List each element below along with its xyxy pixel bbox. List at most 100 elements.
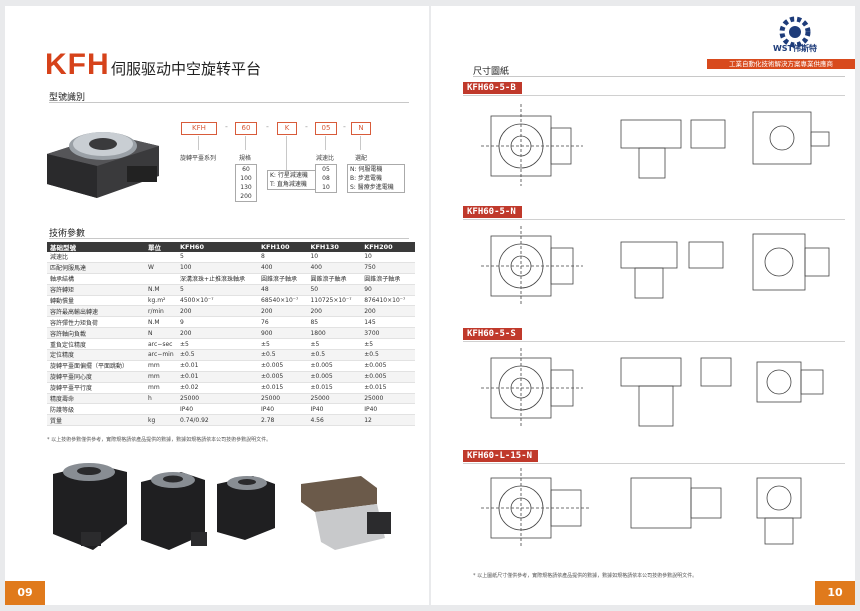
table-cell: 50 <box>307 284 362 296</box>
model-tag-4: KFH60-L-15-N <box>463 450 539 462</box>
code-motor: N <box>351 122 371 135</box>
page-number-right: 10 <box>815 581 855 605</box>
code-separator: - <box>225 122 228 131</box>
drawing-kfh60-5-b <box>481 104 830 186</box>
table-cell: 200 <box>177 305 259 318</box>
table-cell: 容許轉矩 <box>47 284 145 296</box>
leader-line <box>325 136 326 150</box>
model-tag-1: KFH60-5-B <box>463 82 522 94</box>
leader-line <box>360 136 361 150</box>
table-cell: 5 <box>177 284 259 296</box>
code-separator: - <box>266 122 269 131</box>
table-cell: 1800 <box>307 327 362 340</box>
table-cell: ±0.5 <box>361 349 415 361</box>
col-header: 單位 <box>145 242 177 252</box>
table-cell: ±0.005 <box>258 371 308 383</box>
table-cell: ±5 <box>177 338 259 351</box>
table-cell: 25000 <box>258 393 308 405</box>
code-ratio: 05 <box>315 122 337 135</box>
spec-note: * 以上技術參數僅供參考，實際規格請依產品提供的數據，數據如規格請依本公司技術參… <box>47 437 272 443</box>
model-tag-3: KFH60-5-S <box>463 328 522 340</box>
table-cell: 2.78 <box>258 414 308 427</box>
table-cell: IP40 <box>177 403 259 416</box>
table-cell: ±0.005 <box>307 360 362 372</box>
table-cell: 8 <box>258 252 308 263</box>
table-cell: 旋轉平臺同心度 <box>47 371 145 383</box>
table-cell: 容許軸向負載 <box>47 327 145 340</box>
table-cell: kg.m² <box>145 295 177 307</box>
table-cell: 876410×10⁻⁷ <box>361 295 415 307</box>
table-cell: ±0.005 <box>307 371 362 383</box>
motor-options: N: 伺服電機 B: 步進電機 S: 醫療步進電機 <box>347 164 405 193</box>
gear-logo-icon <box>779 16 811 48</box>
table-cell: 200 <box>258 305 308 318</box>
drawing-note: * 以上圖紙尺寸僅供參考，實際規格請依產品提供的數據，數據如規格請依本公司技術參… <box>473 573 698 579</box>
table-cell: ±0.015 <box>258 382 308 394</box>
label-series: 旋轉平臺系列 <box>179 155 216 162</box>
table-header-row: 基础型號 單位 KFH60 KFH100 KFH130 KFH200 <box>47 242 415 252</box>
table-cell: ±0.01 <box>177 360 259 372</box>
table-cell: 匹配伺服馬達 <box>47 262 145 274</box>
label-option: 選配 <box>354 155 367 162</box>
table-cell <box>145 273 177 285</box>
section-divider <box>49 238 409 239</box>
table-cell: IP40 <box>307 403 362 416</box>
drawing-kfh60-5-n <box>481 226 830 306</box>
table-cell: 100 <box>177 262 259 274</box>
section-divider <box>473 76 845 77</box>
code-separator: - <box>343 122 346 131</box>
table-cell: 深溝滾珠+止推滾珠軸承 <box>177 273 259 285</box>
table-cell: N <box>145 327 177 340</box>
table-cell: 25000 <box>361 393 415 405</box>
table-cell: ±0.005 <box>361 371 415 383</box>
table-cell: 0.74/0.92 <box>177 414 259 427</box>
table-cell: arc−min <box>145 349 177 361</box>
section-spec-heading: 技術參數 <box>49 229 86 239</box>
table-cell: h <box>145 393 177 405</box>
section-divider <box>49 102 409 103</box>
table-cell: 重負定位精度 <box>47 338 145 351</box>
label-size: 規格 <box>238 155 251 162</box>
table-cell: kg <box>145 414 177 427</box>
label-ratio: 減速比 <box>315 155 334 162</box>
table-cell: ±0.005 <box>258 360 308 372</box>
table-cell: 4.56 <box>307 414 362 427</box>
table-cell: 400 <box>307 262 362 274</box>
table-cell: 90 <box>361 284 415 296</box>
table-cell: ±0.02 <box>177 382 259 394</box>
table-row: 旋轉平臺面偏擺（平面跳動）mm±0.01±0.005±0.005±0.005 <box>47 360 415 372</box>
table-cell: N.M <box>145 316 177 329</box>
table-cell: 85 <box>307 316 362 329</box>
code-type: K <box>277 122 297 135</box>
leader-line <box>286 136 287 170</box>
table-cell: 圓錐滾子軸承 <box>258 273 308 285</box>
table-cell: ±5 <box>307 338 362 351</box>
table-cell: ±0.005 <box>361 360 415 372</box>
right-page: WST伟斯特 工業自動化技術解決方案專業供應商 尺寸圖紙 KFH60-5-B <box>431 6 855 605</box>
table-row: 軸承結構深溝滾珠+止推滾珠軸承圓錐滾子軸承圓錐滾子軸承圓錐滾子軸承 <box>47 273 415 285</box>
table-cell: 質量 <box>47 414 145 427</box>
brand-name: WST伟斯特 <box>772 44 817 53</box>
page-subtitle: 伺服驱动中空旋转平台 <box>111 60 262 78</box>
model-divider <box>463 341 845 342</box>
table-cell: r/min <box>145 305 177 318</box>
table-cell: 200 <box>361 305 415 318</box>
page-number-left: 09 <box>5 581 45 605</box>
table-cell: 圓錐滾子軸承 <box>361 273 415 285</box>
table-cell: 68540×10⁻⁷ <box>258 295 308 307</box>
table-cell: 精度壽命 <box>47 393 145 405</box>
table-cell <box>145 252 177 263</box>
drawing-kfh60-l-15-n <box>481 468 802 548</box>
table-cell: 145 <box>361 316 415 329</box>
table-cell: 旋轉平臺面偏擺（平面跳動） <box>47 360 145 372</box>
leader-line <box>198 136 199 150</box>
product-photos-icon <box>53 463 391 550</box>
type-options: K: 行星減速機 T: 直角減速機 <box>267 170 317 190</box>
section-drawing-heading: 尺寸圖紙 <box>473 67 510 77</box>
